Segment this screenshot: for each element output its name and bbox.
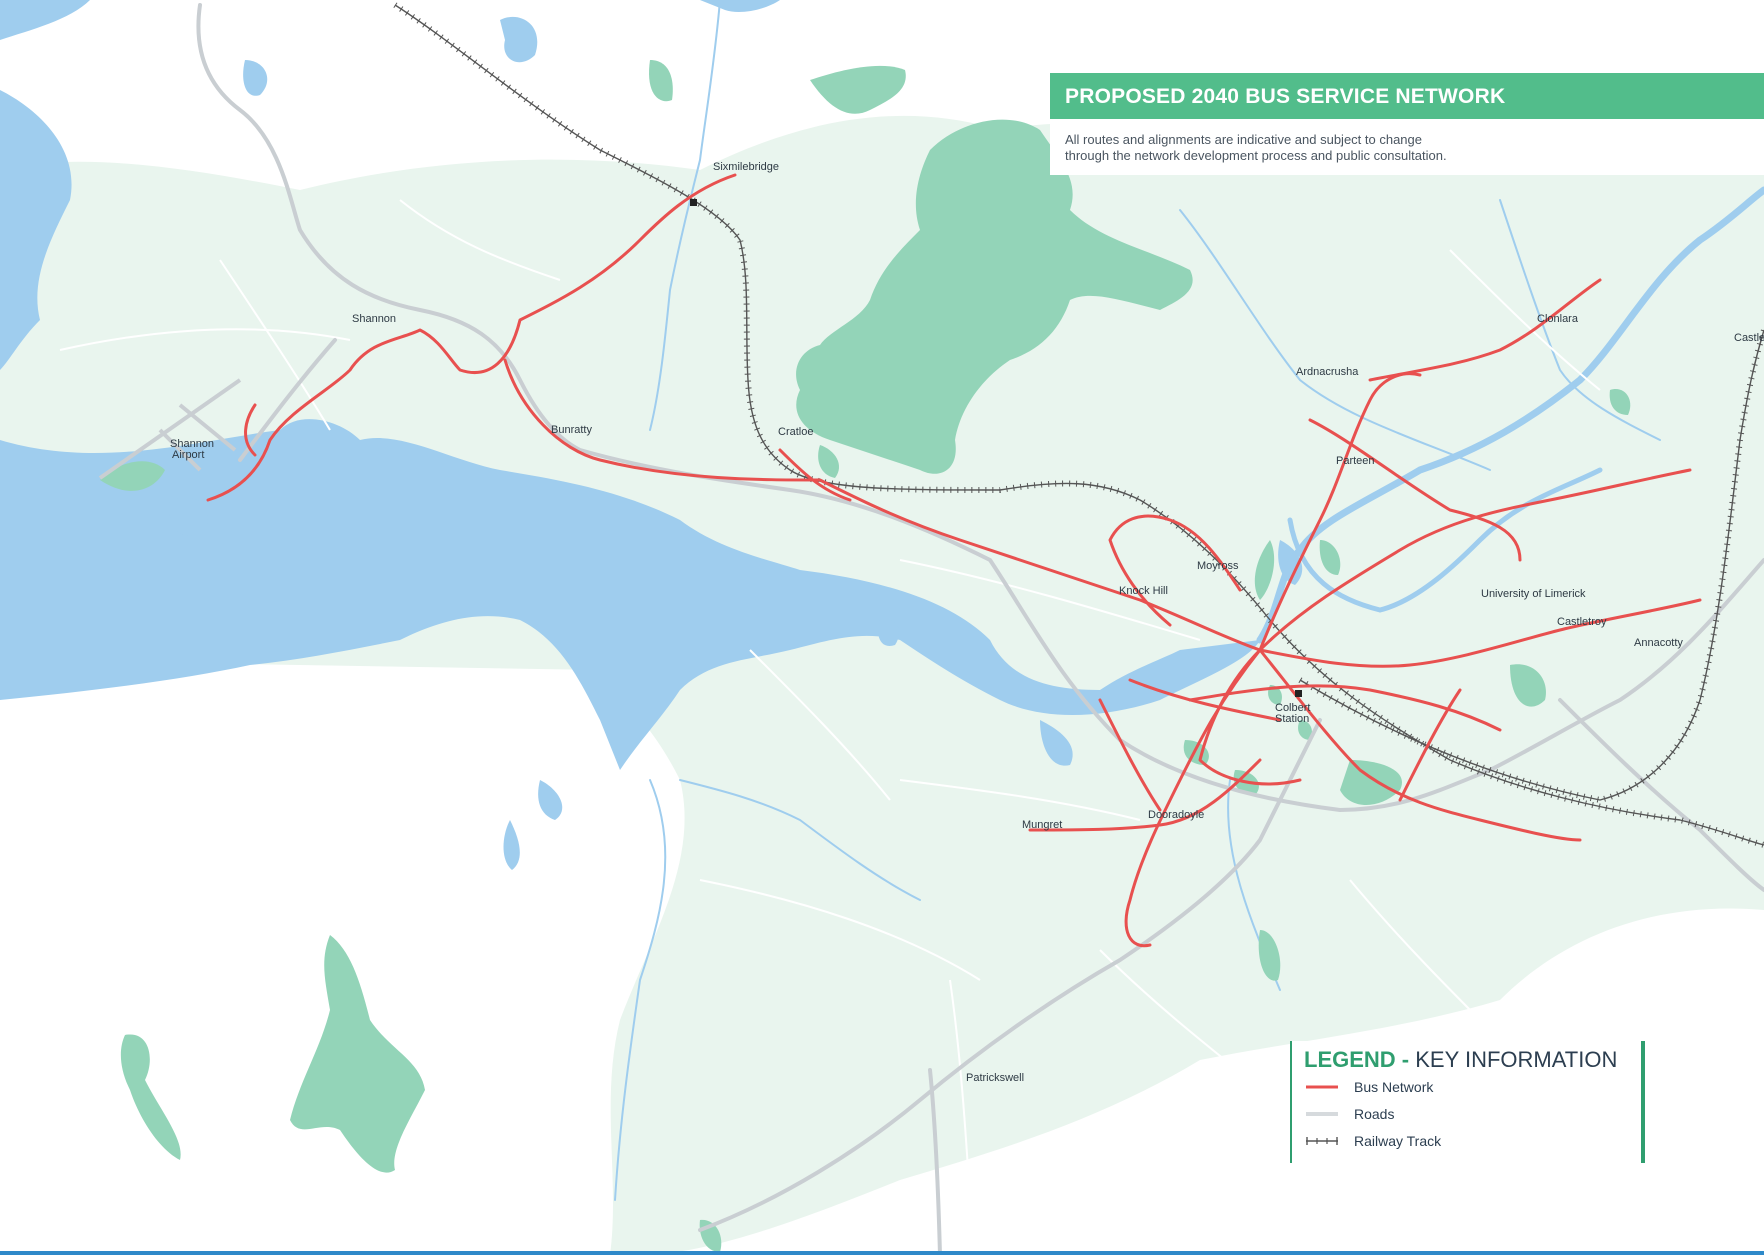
station-marker-icon [690,199,697,206]
place-label-university: University of Limerick [1481,588,1586,600]
minor-roads [59,199,1601,1201]
map-legend: LEGEND - KEY INFORMATION Bus Network Roa… [1290,1041,1645,1163]
railway [393,2,1764,848]
place-label-ardnacrusha: Ardnacrusha [1296,366,1359,378]
legend-item-roads: Roads [1304,1100,1641,1127]
place-label-colbert-1: Colbert [1275,702,1310,714]
place-label-castle: Castle [1734,332,1764,344]
map-title: PROPOSED 2040 BUS SERVICE NETWORK [1050,73,1764,119]
water-bodies [0,0,1303,870]
road-line-icon [1306,1111,1338,1116]
map-disclaimer: All routes and alignments are indicative… [1050,119,1764,175]
land-area [0,115,1764,1255]
bottom-border [0,1251,1764,1255]
place-label-patrickswell: Patrickswell [966,1072,1024,1084]
place-label-castletroy: Castletroy [1557,616,1607,628]
place-label-knock-hill: Knock Hill [1119,585,1168,597]
place-label-sixmilebridge: Sixmilebridge [713,161,779,173]
place-label-shannon-airport-2: Airport [172,449,204,461]
station-marker-icon [1295,690,1302,697]
place-label-moyross: Moyross [1197,560,1239,572]
place-label-bunratty: Bunratty [551,424,592,436]
bus-line-icon [1306,1085,1338,1088]
place-label-colbert-2: Station [1275,713,1309,725]
legend-item-railway: Railway Track [1304,1127,1641,1154]
place-label-shannon-airport-1: Shannon [170,438,214,450]
legend-item-bus-network: Bus Network [1304,1073,1641,1100]
legend-label-bus-network: Bus Network [1354,1078,1434,1095]
rivers [614,0,1764,1201]
green-spaces [100,60,1631,1252]
place-label-dooradoyle: Dooradoyle [1148,809,1204,821]
place-label-parteen: Parteen [1336,455,1375,467]
bus-network [206,173,1702,948]
disclaimer-line-2: through the network development process … [1065,148,1447,163]
place-label-cratloe: Cratloe [778,426,813,438]
place-label-clonlara: Clonlara [1537,313,1579,325]
legend-title-rest: KEY INFORMATION [1409,1047,1618,1072]
legend-title-accent: LEGEND - [1304,1047,1410,1072]
place-label-annacotty: Annacotty [1634,637,1683,649]
railway-line-icon [1306,1136,1338,1145]
disclaimer-line-1: All routes and alignments are indicative… [1065,132,1422,147]
place-label-mungret: Mungret [1022,819,1062,831]
legend-title: LEGEND - KEY INFORMATION [1304,1047,1641,1073]
legend-label-roads: Roads [1354,1105,1395,1122]
airport-icon [98,378,242,480]
place-label-shannon: Shannon [352,313,396,325]
legend-label-railway: Railway Track [1354,1132,1442,1149]
